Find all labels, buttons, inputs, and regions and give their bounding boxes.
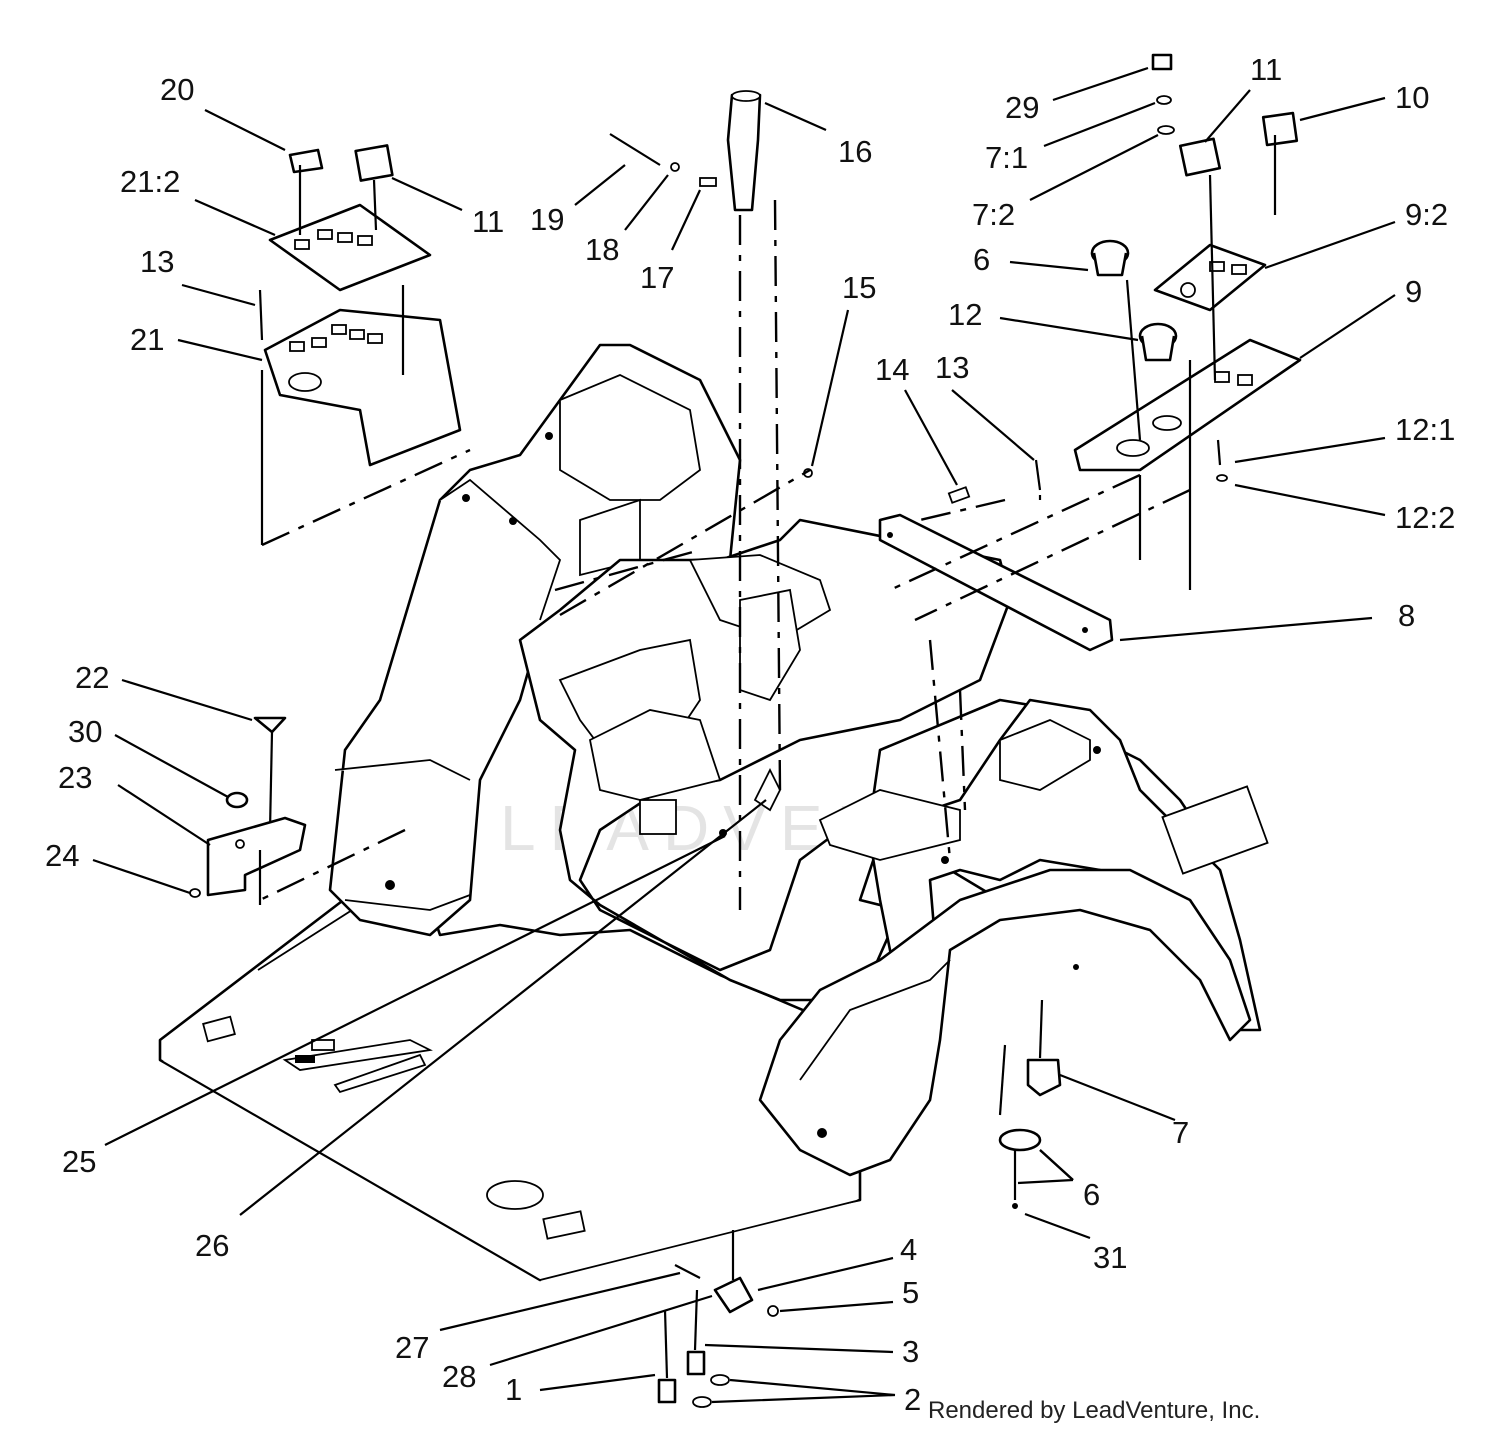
- callout-15: 15: [842, 270, 876, 305]
- dash-panel-21: [263, 308, 462, 467]
- callout-4: 4: [900, 1232, 917, 1267]
- callout-7: 7: [1172, 1115, 1189, 1150]
- callout-11-right: 11: [1250, 52, 1282, 87]
- callout-12: 12: [948, 297, 982, 332]
- callout-8: 8: [1398, 598, 1415, 633]
- callout-7-2: 7:2: [972, 197, 1015, 232]
- callout-27: 27: [395, 1330, 429, 1365]
- decal-9-2: [1153, 243, 1267, 312]
- components: [189, 53, 1299, 1408]
- callout-26: 26: [195, 1228, 229, 1263]
- body-fender-assembly: [158, 343, 1269, 1282]
- callout-16: 16: [838, 134, 872, 169]
- instrument-bracket-9: [1073, 338, 1302, 472]
- leader-lines: [92, 66, 1396, 1404]
- callout-11-left: 11: [472, 204, 504, 239]
- callout-14: 14: [875, 352, 909, 387]
- callout-12-1: 12:1: [1395, 412, 1455, 447]
- callout-18: 18: [585, 232, 619, 267]
- assembly-lines: [258, 135, 1277, 1280]
- callout-1: 1: [505, 1372, 522, 1407]
- callout-10: 10: [1395, 80, 1429, 115]
- callout-25: 25: [62, 1144, 96, 1179]
- callout-17: 17: [640, 260, 674, 295]
- callout-7-1: 7:1: [985, 140, 1028, 175]
- decal-21-2: [268, 203, 432, 292]
- callout-23: 23: [58, 760, 92, 795]
- callout-21: 21: [130, 322, 164, 357]
- callout-31: 31: [1093, 1240, 1127, 1275]
- callout-2: 2: [904, 1382, 921, 1417]
- callout-3: 3: [902, 1334, 919, 1369]
- callout-29: 29: [1005, 90, 1039, 125]
- callout-13-left: 13: [140, 244, 174, 279]
- callout-20: 20: [160, 72, 194, 107]
- callout-30: 30: [68, 714, 102, 749]
- callout-28: 28: [442, 1359, 476, 1394]
- callout-5: 5: [902, 1275, 919, 1310]
- cross-member-8: [878, 513, 1114, 652]
- callout-9: 9: [1405, 274, 1422, 309]
- callout-13-right: 13: [935, 350, 969, 385]
- callout-19: 19: [530, 202, 564, 237]
- callout-12-2: 12:2: [1395, 500, 1455, 535]
- callout-24: 24: [45, 838, 79, 873]
- callout-6-upper: 6: [973, 242, 990, 277]
- callout-22: 22: [75, 660, 109, 695]
- callout-labels: 20 21:2 13 21 11 19 18 17 16 15 14 13 29…: [45, 52, 1455, 1417]
- callout-6-lower: 6: [1083, 1177, 1100, 1212]
- credit-text: Rendered by LeadVenture, Inc.: [928, 1397, 1260, 1424]
- callout-9-2: 9:2: [1405, 197, 1448, 232]
- callout-21-2: 21:2: [120, 164, 180, 199]
